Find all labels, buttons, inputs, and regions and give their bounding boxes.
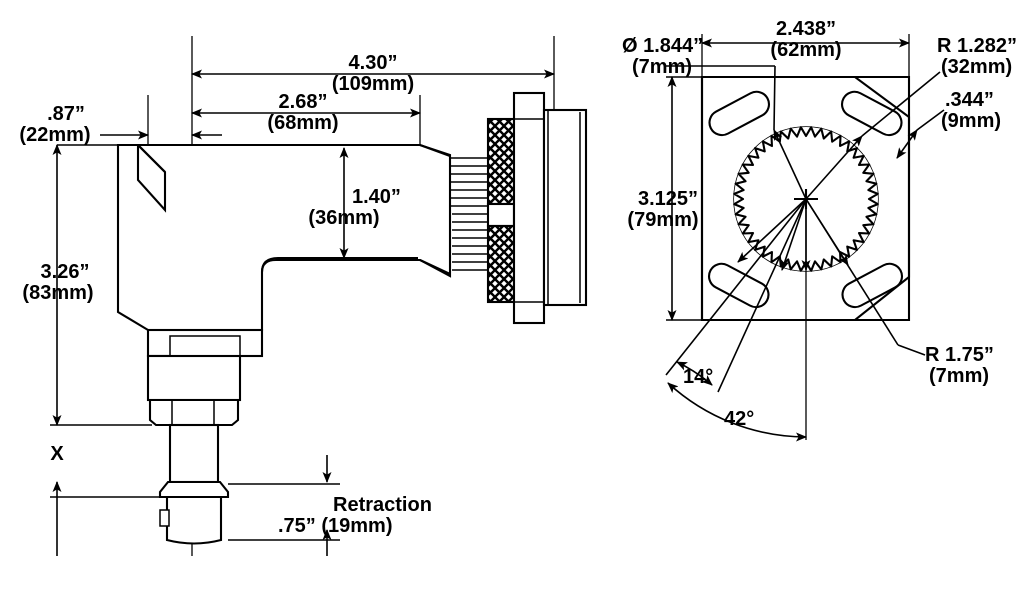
dimension-overall-length: 4.30” (109mm) — [191, 52, 555, 95]
leader-slot-width — [896, 129, 918, 159]
knurl-upper — [486, 117, 516, 206]
collar-stack — [146, 328, 264, 427]
lower-taper — [419, 259, 451, 275]
corner-chamfer-detail — [118, 143, 167, 213]
connector-flange — [512, 91, 546, 325]
housing-body-outline — [116, 143, 452, 332]
leader-corner-radius-ext — [861, 71, 941, 137]
flange-inner-step — [169, 335, 241, 357]
slot-top-right — [840, 90, 903, 137]
plunger-tip — [165, 495, 223, 545]
wire-bundle-hatching — [450, 157, 488, 271]
plunger-shaft — [168, 423, 220, 484]
slot-radius-mm-label: (7mm) — [929, 365, 989, 387]
front-offset-inch-label: .87” — [47, 103, 85, 125]
plate-width-inch-label: 2.438” — [776, 18, 836, 40]
plate-width-mm-label: (62mm) — [770, 39, 841, 61]
stroke-marker-group: X — [50, 443, 170, 556]
construction-line-42 — [665, 198, 807, 376]
leader-slot-width-ext — [916, 109, 945, 131]
slot-width-mm-label: (9mm) — [941, 110, 1001, 132]
slot-bottom-left — [707, 262, 770, 309]
leader-slot-radius-ext — [897, 344, 926, 356]
knurled-connector-barrel — [486, 117, 516, 304]
dimension-plate-height: 3.125” (79mm) — [627, 76, 699, 321]
plunger-key-tab — [159, 509, 170, 527]
side-elevation-view: 4.30” (109mm) 2.68” (68mm) .87” (22mm) 1… — [19, 36, 588, 556]
dimension-slot-width: .344” (9mm) — [941, 89, 1001, 132]
construction-line-14 — [717, 198, 807, 393]
leader-lower-left-b — [780, 198, 807, 271]
dimension-overall-height: 3.26” (83mm) — [22, 144, 152, 426]
bore-diameter-inch-label: Ø 1.844” — [622, 35, 703, 57]
knurl-groove — [486, 202, 516, 228]
leader-slot-radius — [805, 198, 899, 346]
stroke-marker-label: X — [50, 443, 64, 465]
overall-height-inch-label: 3.26” — [41, 261, 90, 283]
slot-width-inch-label: .344” — [945, 89, 994, 111]
overall-length-inch-label: 4.30” — [349, 52, 398, 74]
slot-radius-inch-label: R 1.75” — [925, 344, 994, 366]
corner-radius-mm-label: (32mm) — [941, 56, 1012, 78]
dimension-corner-radius: R 1.282” (32mm) — [937, 35, 1017, 78]
collar-upper — [146, 354, 242, 402]
plate-rect-frame — [700, 75, 911, 322]
connector-flange-group — [512, 91, 588, 325]
mounting-slots — [707, 90, 904, 309]
corner-radius-inch-label: R 1.282” — [937, 35, 1017, 57]
plate-height-mm-label: (79mm) — [627, 209, 698, 231]
plunger-shoulder — [158, 480, 230, 499]
slot-bottom-right — [841, 262, 904, 309]
overall-length-mm-label: (109mm) — [332, 73, 414, 95]
plate-height-inch-label: 3.125” — [638, 188, 698, 210]
dimension-bore-diameter: Ø 1.844” (7mm) — [622, 35, 703, 78]
backshell-body — [542, 108, 588, 307]
housing-profile — [116, 143, 452, 332]
knurl-lower — [486, 224, 516, 304]
slot-top-left — [708, 90, 771, 137]
front-offset-mm-label: (22mm) — [19, 124, 90, 146]
angle-arc-42 — [667, 382, 807, 442]
hex-nut — [148, 398, 240, 427]
elbow-fillet — [260, 256, 418, 273]
bore-diameter-mm-label: (7mm) — [632, 56, 692, 78]
body-length-inch-label: 2.68” — [279, 91, 328, 113]
body-length-mm-label: (68mm) — [267, 112, 338, 134]
dimension-angle-large: 42° — [667, 382, 807, 442]
upper-taper — [419, 144, 451, 157]
retraction-label: Retraction — [333, 494, 432, 516]
dimension-plate-width: 2.438” (62mm) — [701, 18, 910, 61]
dimension-retraction: Retraction .75” (19mm) — [228, 455, 432, 556]
leader-corner-radius — [805, 135, 863, 200]
plunger-assembly — [158, 423, 230, 545]
overall-height-mm-label: (83mm) — [22, 282, 93, 304]
axis-height-inch-label: 1.40” — [352, 186, 401, 208]
dimension-body-length: 2.68” (68mm) — [191, 91, 421, 134]
dimension-axis-height: 1.40” (36mm) — [308, 147, 401, 259]
angle-large-label: 42° — [724, 408, 754, 430]
dimension-angle-small: 14° — [676, 361, 713, 388]
angle-small-label: 14° — [683, 366, 713, 388]
dimension-front-offset: .87” (22mm) — [19, 103, 222, 146]
axis-height-mm-label: (36mm) — [308, 207, 379, 229]
leader-bore-riser — [773, 65, 776, 131]
retraction-value-label: .75” (19mm) — [278, 515, 393, 537]
leader-lower-left-a — [737, 198, 807, 263]
mounting-plate-plan-view: 2.438” (62mm) 3.125” (79mm) Ø 1.844” (7m… — [622, 18, 1017, 442]
dimension-slot-radius: R 1.75” (7mm) — [925, 344, 994, 387]
chamfer-line — [137, 144, 166, 173]
leader-bore-diameter — [773, 129, 807, 200]
radial-leader-lines — [665, 65, 945, 393]
